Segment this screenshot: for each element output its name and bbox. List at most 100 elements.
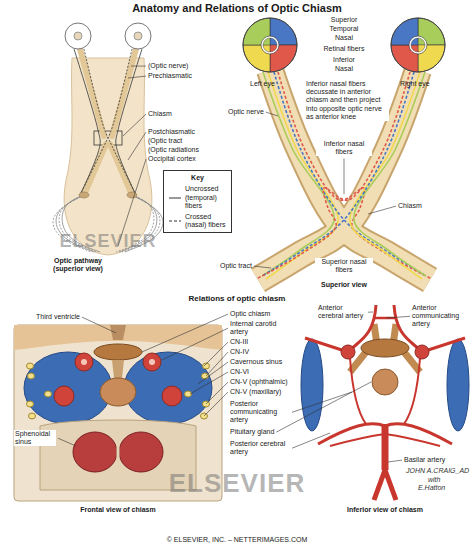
anatomy-label: Chiasm	[398, 202, 422, 210]
chiasm-superior-illustration	[411, 45, 418, 52]
legend-text: Uncrossed (temporal) fibers	[185, 185, 227, 210]
frontal-view-illustration	[94, 344, 142, 360]
leader-line	[292, 392, 352, 412]
inferior-view-illustration	[341, 345, 355, 359]
eyeball	[74, 32, 82, 40]
anatomy-label: Occipital cortex	[148, 155, 196, 163]
legend-line-sample	[168, 217, 182, 225]
chiasm-superior-illustration	[270, 38, 277, 45]
optic-pathway-fibers	[112, 49, 136, 136]
leader-line	[386, 316, 410, 318]
copyright-footer: © ELSEVIER, INC. – NETTERIMAGES.COM	[167, 536, 308, 544]
optic-pathway-fibers	[84, 144, 106, 195]
anatomy-label: Temporal	[330, 25, 359, 33]
frontal-view-illustration	[117, 432, 120, 472]
eyeball	[65, 23, 91, 49]
anatomy-label: (Optic tract	[148, 137, 182, 145]
leader-line	[162, 328, 228, 360]
leader-line	[58, 438, 76, 446]
anatomy-label: Superior nasal fibers	[315, 258, 373, 274]
anatomy-label: Basilar artery	[404, 456, 445, 464]
artist-signature: E.Hatton	[418, 484, 445, 492]
optic-pathway-fibers	[80, 49, 104, 136]
legend-row: Crossed (nasal) fibers	[168, 213, 227, 229]
chiasm-superior-illustration	[278, 72, 432, 279]
chiasm-superior-illustration	[258, 70, 418, 280]
leader-line	[190, 372, 228, 394]
anatomy-label: Superior	[331, 16, 357, 24]
chiasm-superior-illustration	[262, 72, 414, 276]
frontal-view-illustration	[202, 373, 209, 379]
legend-text: Crossed (nasal) fibers	[185, 213, 227, 229]
leader-line	[128, 132, 146, 160]
chiasm-superior-illustration	[418, 38, 425, 45]
frontal-view-illustration	[29, 413, 36, 419]
anatomy-label: CN-V (maxillary)	[230, 388, 281, 396]
watermark: ELSEVIER	[169, 470, 306, 497]
anatomy-label: Third ventricle	[36, 313, 80, 321]
anatomy-label: Right eye	[400, 80, 430, 88]
annotation-note: Inferior nasal fibers decussate in anter…	[305, 80, 389, 121]
optic-pathway-fibers	[79, 192, 89, 198]
legend-heading: Key	[168, 174, 227, 182]
chiasm-superior-illustration	[243, 18, 445, 280]
frontal-view-illustration	[110, 325, 126, 340]
chiasm-superior-illustration	[243, 18, 297, 72]
leader-line	[142, 314, 228, 352]
leader-line	[123, 114, 146, 136]
anatomy-label: Inferior nasal fibers	[316, 140, 372, 156]
chiasm-superior-illustration	[270, 45, 277, 52]
anatomy-label: CN-III	[230, 338, 248, 346]
view-caption: Superior view	[321, 281, 367, 289]
frontal-view-illustration	[24, 352, 112, 424]
inferior-view-illustration	[385, 470, 396, 500]
chiasm-superior-illustration	[411, 38, 418, 45]
inferior-view-illustration	[415, 345, 429, 359]
anatomy-label: Anterior communicating artery	[412, 304, 468, 329]
chiasm-superior-illustration	[261, 36, 279, 54]
leader-line	[206, 352, 228, 376]
anatomy-label: Cavernous sinus	[230, 358, 282, 366]
eyeball	[134, 32, 142, 40]
leader-line	[368, 206, 396, 214]
view-caption: Frontal view of chiasm	[80, 506, 155, 514]
chiasm-superior-illustration	[256, 72, 432, 279]
anatomy-label: CN-IV	[230, 348, 249, 356]
legend-line-sample	[169, 197, 181, 198]
anatomy-label: CN-V (ophthalmic)	[230, 378, 288, 386]
anatomy-label: Anterior cerebral artery	[318, 304, 366, 320]
frontal-view-illustration	[73, 432, 117, 472]
chiasm-superior-illustration	[256, 72, 410, 279]
inferior-view-illustration	[382, 424, 389, 470]
optic-pathway-fibers	[80, 49, 132, 195]
legend-key-box: KeyUncrossed (temporal) fibersCrossed (n…	[163, 170, 232, 233]
leader-line	[204, 392, 228, 416]
anatomy-label: Prechiasmatic	[148, 72, 192, 80]
optic-pathway-illustration	[64, 58, 152, 255]
frontal-view-illustration	[162, 386, 182, 406]
frontal-view-illustration	[45, 391, 52, 397]
chiasm-superior-illustration	[263, 38, 270, 45]
chiasm-superior-illustration	[274, 72, 426, 276]
legend-row: Uncrossed (temporal) fibers	[168, 185, 227, 210]
frontal-view-illustration	[149, 359, 155, 365]
inferior-view-illustration	[374, 470, 385, 500]
leader-line	[128, 76, 146, 78]
optic-pathway-illustration	[64, 58, 152, 255]
inferior-view-illustration	[394, 305, 422, 352]
anatomy-label: (Optic radiations	[148, 146, 199, 154]
anatomy-label: Optic chiasm	[230, 310, 270, 318]
frontal-view-illustration	[81, 359, 87, 365]
chiasm-superior-illustration	[391, 18, 445, 72]
anatomy-label: Nasal	[335, 65, 353, 73]
leader-line	[254, 266, 271, 268]
artist-signature: JOHN A.CRAIG_AD	[406, 467, 469, 475]
optic-pathway-fibers	[110, 144, 132, 195]
artist-signature: with	[428, 476, 440, 484]
anatomy-label: Sphenoidal sinus	[14, 430, 56, 446]
optic-pathway-fibers	[127, 192, 137, 198]
anatomy-label: Nasal	[335, 34, 353, 42]
optic-pathway-fibers	[74, 49, 100, 195]
